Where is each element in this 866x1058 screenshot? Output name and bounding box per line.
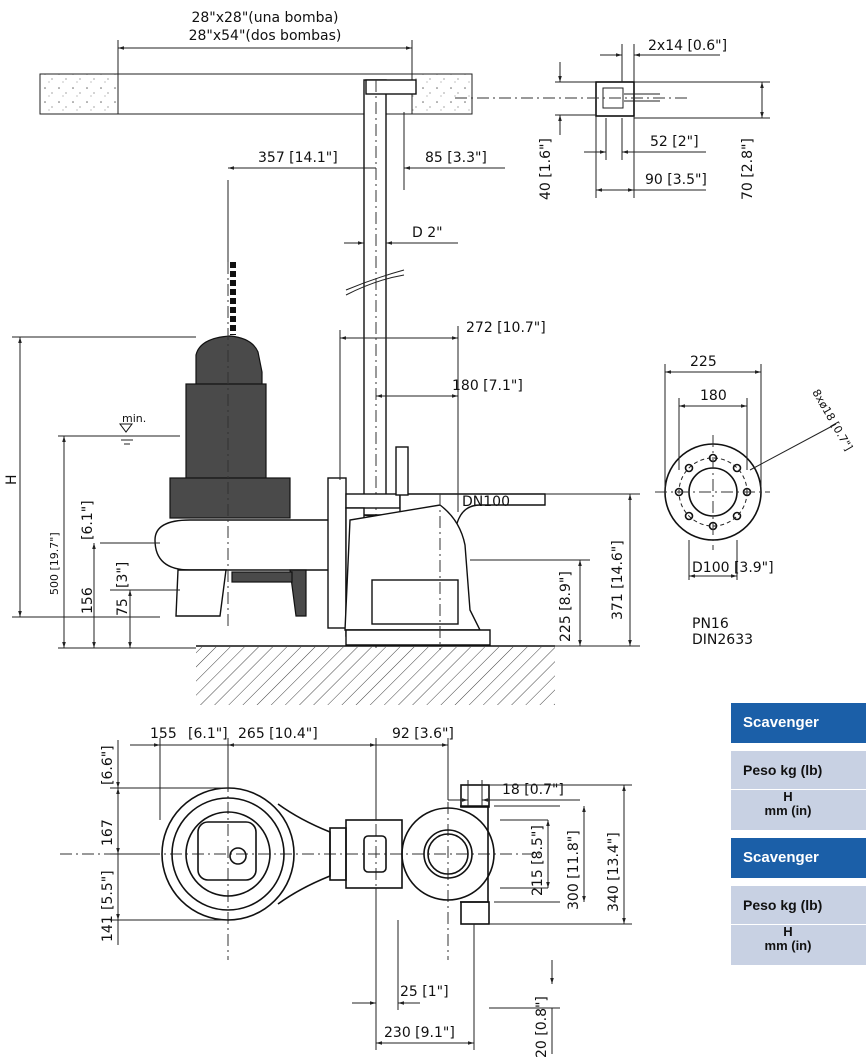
plan-155-label: 155 [150, 726, 177, 742]
submersible-pump [154, 335, 341, 617]
dim-85-label: 85 [3.3"] [425, 150, 487, 166]
plan-18-label: 18 [0.7"] [502, 782, 564, 798]
height-75-inch-label: [3"] [115, 562, 131, 588]
plan-300-label: 300 [11.8"] [566, 830, 582, 910]
height-156-label: 156 [80, 587, 96, 614]
dim-357-label: 357 [14.1"] [258, 150, 338, 166]
width-90-label: 90 [3.5"] [645, 172, 707, 188]
height-500-label: 500 [19.7"] [48, 532, 61, 595]
discharge-connection [327, 446, 546, 646]
plan-92-label: 92 [3.6"] [392, 726, 454, 742]
width-52-label: 52 [2"] [650, 134, 699, 150]
plan-141-inch-label: [5.5"] [100, 870, 116, 910]
plan-25-label: 25 [1"] [400, 984, 449, 1000]
floor-hatch [196, 645, 555, 705]
weight-row-1: Peso kg (lb) [731, 751, 866, 790]
weight-row-2: Peso kg (lb) [731, 886, 866, 925]
bracket-detail [455, 44, 770, 198]
flange-view [655, 435, 770, 550]
plan-view [60, 758, 540, 960]
plan-167-label: 167 [100, 819, 116, 846]
h-unit-2: mm (in) [764, 938, 812, 953]
dimension-h-label: H [4, 474, 20, 485]
height-70-label: 70 [2.8"] [740, 138, 756, 200]
flange-holes-label: 8xø18 [0.7"] [809, 387, 855, 453]
plan-20-label: 20 [0.8"] [534, 996, 550, 1058]
min-level-label: min. [122, 412, 146, 425]
pit-cover-slab [39, 40, 473, 115]
guide-pipe [345, 79, 417, 650]
flange-180-label: 180 [700, 388, 727, 404]
height-40-label: 40 [1.6"] [538, 138, 554, 200]
flange-225-label: 225 [690, 354, 717, 370]
h-unit-1: mm (in) [764, 803, 812, 818]
table-header-1: Scavenger [731, 703, 866, 743]
height-156-inch-label: [6.1"] [80, 500, 96, 540]
pit-size-one-pump: 28"x28"(una bomba) [191, 10, 338, 26]
pit-size-two-pumps: 28"x54"(dos bombas) [189, 28, 342, 44]
din-label: DIN2633 [692, 632, 753, 648]
plan-215-label: 215 [8.5"] [530, 825, 546, 896]
min-water-level-symbol [118, 423, 136, 445]
plan-141-label: 141 [100, 915, 116, 942]
h-label-1: H [783, 790, 793, 804]
table-header-2: Scavenger [731, 838, 866, 878]
pn16-label: PN16 [692, 616, 729, 632]
pipe-diameter-label: D 2" [412, 225, 443, 241]
plan-167-inch-label: [6.6"] [100, 745, 116, 785]
bolt-size-label: 2x14 [0.6"] [648, 38, 727, 54]
plan-230-label: 230 [9.1"] [384, 1025, 455, 1041]
height-75-label: 75 [115, 598, 131, 616]
height-225-label: 225 [8.9"] [558, 571, 574, 642]
flange-d100-label: D100 [3.9"] [692, 560, 774, 576]
dim-180-label: 180 [7.1"] [452, 378, 523, 394]
plan-265-label: 265 [10.4"] [238, 726, 318, 742]
plan-340-label: 340 [13.4"] [606, 832, 622, 912]
dim-272-label: 272 [10.7"] [466, 320, 546, 336]
dn100-label: DN100 [462, 494, 510, 510]
h-label-2: H [783, 925, 793, 939]
plan-155-inch-label: [6.1"] [188, 726, 228, 742]
height-371-label: 371 [14.6"] [610, 540, 626, 620]
